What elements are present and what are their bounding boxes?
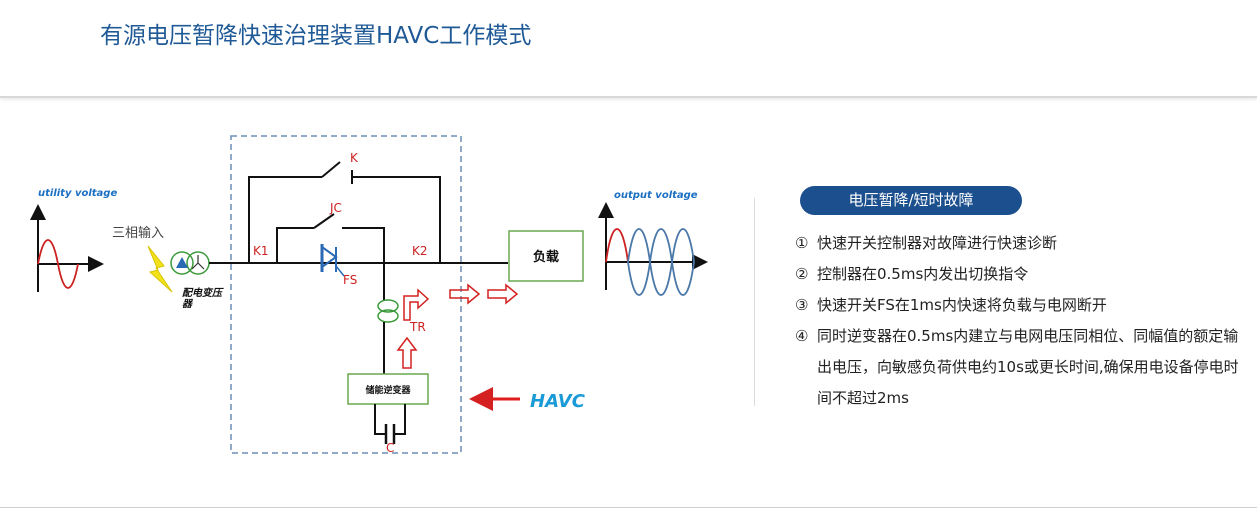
havc-label: HAVC: [530, 391, 586, 412]
step-item: ③ 快速开关FS在1ms内快速将负载与电网断开: [795, 290, 1240, 321]
output-blue-wave: [627, 228, 695, 296]
inverter-label: 储能逆变器: [365, 384, 411, 396]
jc-label: JC: [329, 201, 342, 215]
header-band: [0, 0, 1257, 98]
fault-mode-badge: 电压暂降/短时故障: [800, 186, 1022, 215]
step-number: ①: [795, 234, 809, 252]
tr-transformer-icon: [377, 299, 399, 323]
red-hollow-arrow-up: [396, 336, 418, 369]
k-bypass-right: [352, 176, 441, 263]
cap-right-lead: [394, 404, 406, 435]
step-text: 快速开关控制器对故障进行快速诊断: [817, 234, 1058, 252]
load-box: [508, 230, 584, 282]
output-blue-wave-2: [627, 228, 695, 296]
steps-list: ① 快速开关控制器对故障进行快速诊断 ② 控制器在0.5ms内发出切换指令 ③ …: [795, 228, 1240, 414]
step-number: ④: [795, 327, 809, 345]
jc-right: [342, 227, 385, 263]
fs-label: FS: [343, 273, 357, 287]
step-number: ③: [795, 296, 809, 314]
step-text: 同时逆变器在0.5ms内建立与电网电压同相位、同幅值的额定输出电压，向敏感负荷供…: [817, 327, 1239, 407]
step-text: 控制器在0.5ms内发出切换指令: [817, 265, 1029, 283]
cap-left-lead: [374, 404, 386, 435]
red-hollow-arrow-up-right: [403, 288, 430, 321]
input-sine-wave: [37, 239, 79, 289]
k-label: K: [350, 151, 359, 165]
transformer-label: 配电变压器: [182, 287, 224, 310]
inverter-box: [347, 373, 429, 405]
output-voltage-plot: output voltage: [598, 190, 708, 296]
load-label: 负载: [533, 249, 559, 265]
utility-voltage-plot: utility voltage: [30, 188, 117, 292]
k2-label: K2: [412, 244, 428, 258]
output-red-wave: [605, 228, 629, 263]
utility-voltage-label: utility voltage: [38, 188, 117, 199]
panel-divider: [754, 198, 755, 406]
c-label: C: [386, 441, 394, 455]
step-item: ① 快速开关控制器对故障进行快速诊断: [795, 228, 1240, 259]
k1-label: K1: [253, 244, 269, 258]
k-bypass-left: [248, 176, 322, 263]
tr-label: TR: [409, 320, 426, 334]
havc-dashed-frame: [230, 135, 462, 454]
jc-switch-blade: [313, 213, 335, 229]
red-hollow-arrow-right-1: [449, 283, 481, 305]
step-item: ④ 同时逆变器在0.5ms内建立与电网电压同相位、同幅值的额定输出电压，向敏感负…: [795, 321, 1240, 414]
jc-left: [276, 227, 314, 263]
three-phase-input-label: 三相输入: [112, 225, 164, 241]
k-switch-blade: [321, 161, 341, 178]
page-title: 有源电压暂降快速治理装置HAVC工作模式: [100, 23, 532, 49]
step-text: 快速开关FS在1ms内快速将负载与电网断开: [817, 296, 1107, 314]
fs-thyristor-icon: [320, 244, 345, 277]
step-number: ②: [795, 265, 809, 283]
footer-rule: [0, 507, 1257, 508]
red-hollow-arrow-right-2: [487, 283, 519, 305]
lightning-icon: [147, 245, 173, 293]
transformer-icon: [170, 251, 210, 275]
output-voltage-label: output voltage: [614, 190, 698, 201]
step-item: ② 控制器在0.5ms内发出切换指令: [795, 259, 1240, 290]
